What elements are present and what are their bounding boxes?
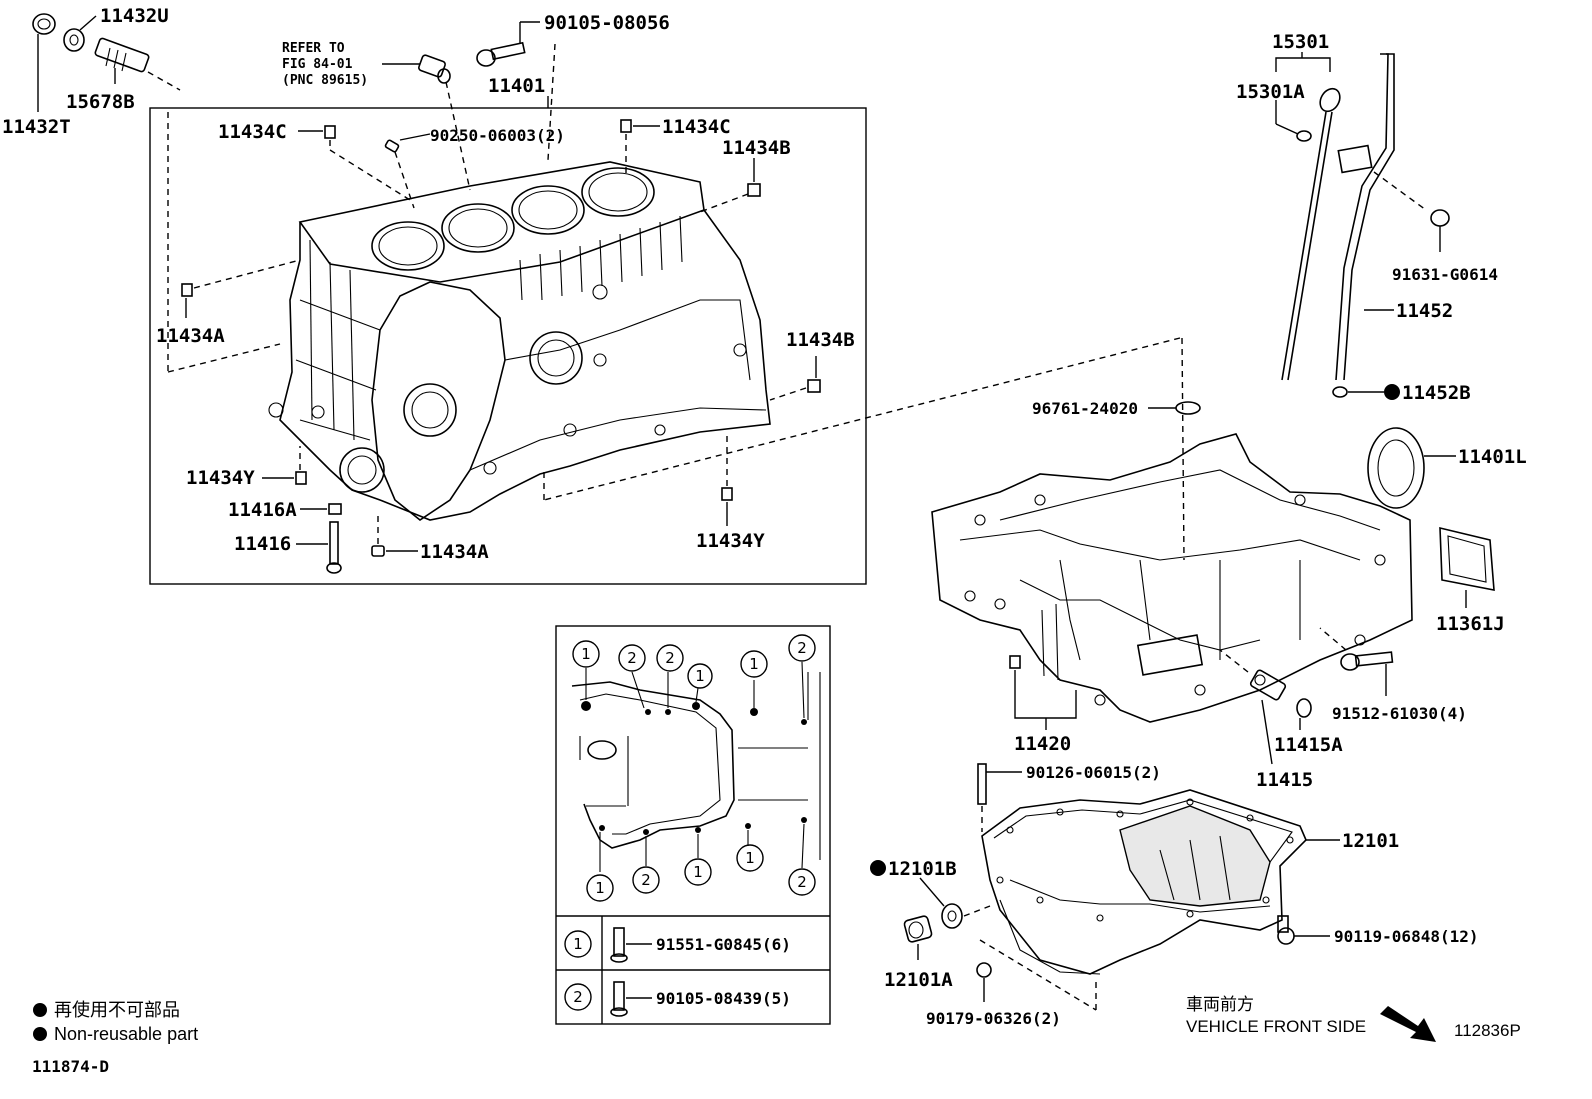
marker-1: 1	[749, 655, 759, 673]
label-11416A: 11416A	[228, 499, 297, 521]
marker-1: 1	[581, 645, 591, 663]
non-reusable-dot	[33, 1003, 47, 1017]
label-11434Y-left: 11434Y	[186, 467, 255, 489]
front-label-jp: 車両前方	[1186, 995, 1254, 1014]
sensor-11415	[1219, 649, 1312, 765]
label-11434Y-right: 11434Y	[696, 530, 765, 552]
marker-2: 2	[665, 649, 675, 667]
stud-11416	[296, 521, 342, 574]
bolt-90105-08056	[476, 21, 556, 161]
label-11434A-left: 11434A	[156, 325, 225, 347]
pin-11434Y-right	[721, 436, 733, 526]
legend-jp: 再使用不可部品	[54, 1000, 180, 1020]
marker-1: 1	[695, 667, 705, 685]
arrow-icon	[1380, 1006, 1436, 1042]
marker-2: 2	[573, 988, 583, 1006]
pin-90250	[384, 133, 431, 209]
dipstick-15301	[1275, 87, 1341, 381]
label-11361J: 11361J	[1436, 613, 1505, 635]
front-label-en: VEHICLE FRONT SIDE	[1186, 1017, 1366, 1036]
refer-line1: REFER TO	[282, 41, 345, 56]
bolt-91512	[1319, 627, 1394, 696]
label-12101B: 12101B	[888, 858, 957, 880]
bolt-pattern-inset	[555, 625, 831, 1025]
gasket-12101B	[870, 860, 991, 929]
marker-2: 2	[641, 871, 651, 889]
plug-11416A	[300, 503, 342, 515]
marker-2: 2	[797, 873, 807, 891]
label-12101A: 12101A	[884, 969, 953, 991]
oil-pressure-switch	[382, 54, 471, 191]
marker-1: 1	[573, 935, 583, 953]
label-11415A: 11415A	[1274, 734, 1343, 756]
label-11432U: 11432U	[100, 5, 169, 27]
o-ring-11452B	[1348, 384, 1400, 400]
nut-90179	[976, 962, 992, 1002]
label-91631: 91631-G0614	[1392, 265, 1498, 284]
label-90179: 90179-06326(2)	[926, 1009, 1061, 1028]
label-90105-08439: 90105-08439(5)	[656, 989, 791, 1008]
bolt-91631	[1430, 209, 1450, 252]
non-reusable-dot	[33, 1027, 47, 1041]
oil-pan-12101	[979, 789, 1340, 1011]
label-90119: 90119-06848(12)	[1334, 927, 1479, 946]
label-11434B-right: 11434B	[786, 329, 855, 351]
label-15301A: 15301A	[1236, 81, 1305, 103]
union-15678B	[94, 37, 181, 91]
bolt-90119	[1277, 915, 1330, 945]
label-11416: 11416	[234, 533, 291, 555]
label-90105-08056: 90105-08056	[544, 12, 670, 34]
label-11434C-right: 11434C	[662, 116, 731, 138]
plug-11432T	[32, 13, 56, 112]
label-90126: 90126-06015(2)	[1026, 763, 1161, 782]
drain-plug-12101A	[903, 915, 933, 960]
marker-2: 2	[627, 649, 637, 667]
label-91551: 91551-G0845(6)	[656, 935, 791, 954]
refer-line3: (PNC 89615)	[282, 73, 368, 88]
pin-11434Y-left	[262, 446, 307, 485]
pin-11420	[1009, 655, 1077, 730]
gasket-11432U	[63, 15, 97, 52]
stud-90126	[977, 763, 1022, 832]
label-11401: 11401	[488, 75, 545, 97]
label-15301: 15301	[1272, 31, 1329, 53]
label-11415: 11415	[1256, 769, 1313, 791]
legend-en: Non-reusable part	[54, 1024, 198, 1044]
label-91512: 91512-61030(4)	[1332, 704, 1467, 723]
dipstick-guide-11452	[1332, 53, 1427, 398]
label-96761: 96761-24020	[1032, 399, 1138, 418]
guide-line-block-pan	[543, 337, 1181, 501]
label-90250: 90250-06003(2)	[430, 126, 565, 145]
oil-seal-11401L	[1367, 427, 1456, 509]
label-11432T: 11432T	[2, 116, 71, 138]
figure-code-left: 111874-D	[32, 1057, 109, 1076]
label-11434B-top: 11434B	[722, 137, 791, 159]
pin-11434A-bottom	[371, 512, 418, 557]
figure-code-right: 112836P	[1454, 1021, 1521, 1040]
label-11401L: 11401L	[1458, 446, 1527, 468]
marker-1: 1	[693, 863, 703, 881]
pin-11434B-top	[699, 158, 761, 213]
label-11420: 11420	[1014, 733, 1071, 755]
label-11452B: 11452B	[1402, 382, 1471, 404]
cylinder-block-frame	[149, 107, 867, 585]
marker-2: 2	[797, 639, 807, 657]
oil-pan-11420	[931, 433, 1413, 723]
label-11434A-bottom: 11434A	[420, 541, 489, 563]
cover-11361J	[1439, 526, 1495, 608]
o-ring-96761	[1148, 401, 1201, 415]
pin-11434A-left	[167, 112, 301, 373]
label-15678B: 15678B	[66, 91, 135, 113]
label-12101: 12101	[1342, 830, 1399, 852]
label-11434C-left: 11434C	[218, 121, 287, 143]
cylinder-block-11401	[268, 161, 771, 521]
marker-1: 1	[745, 849, 755, 867]
refer-line2: FIG 84-01	[282, 57, 353, 72]
pin-11434C-left	[298, 125, 411, 201]
pin-11434C-right	[620, 119, 660, 174]
marker-1: 1	[595, 879, 605, 897]
label-11452: 11452	[1396, 300, 1453, 322]
pin-11434B-right	[769, 356, 821, 401]
